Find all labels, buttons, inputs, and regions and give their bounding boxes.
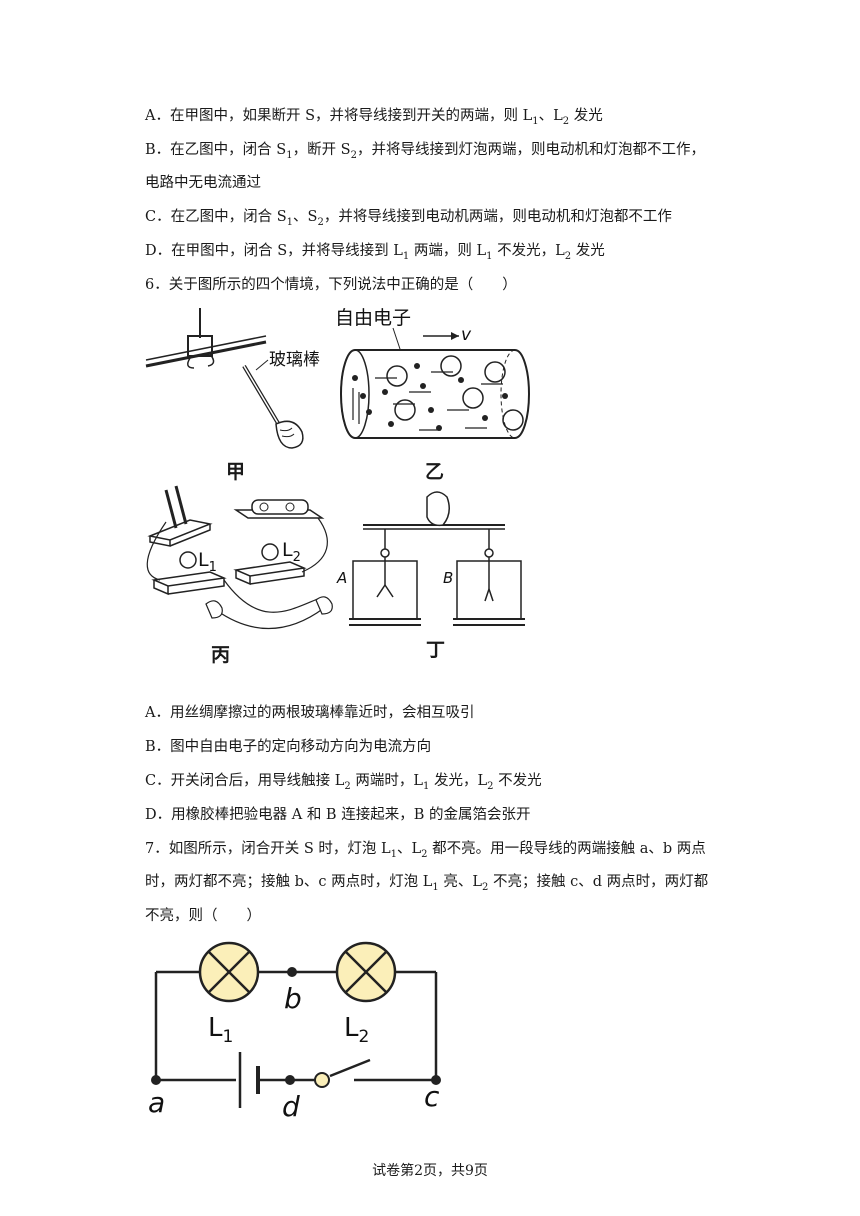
caption-jia: 甲 — [226, 461, 246, 483]
q6-stem: 6．关于图所示的四个情境，下列说法中正确的是（ ） — [145, 277, 517, 293]
option-prev-d: D．在甲图中，闭合 S，并将导线接到 L1 两端，则 L1 不发光，L2 发光 — [145, 243, 605, 262]
node-a — [151, 1075, 161, 1085]
label-a: a — [148, 1086, 165, 1119]
lamp-l2 — [335, 941, 397, 1003]
caption-bing: 丙 — [211, 644, 231, 666]
label-velocity: v — [461, 325, 472, 345]
label-l2: L2 — [282, 539, 301, 565]
circuit-diagram: L1 L2 b a c d — [148, 941, 441, 1120]
option-prev-b: B．在乙图中，闭合 S1，断开 S2，并将导线接到灯泡两端，则电动机和灯泡都不工… — [145, 142, 705, 161]
label-l2: L2 — [344, 1013, 369, 1047]
node-c — [431, 1075, 441, 1085]
q7-stem-line2: 时，两灯都不亮；接触 b、c 两点时，灯泡 L1 亮、L2 不亮；接触 c、d … — [145, 874, 709, 893]
label-d: d — [282, 1090, 300, 1120]
label-free-electron: 自由电子 — [335, 307, 411, 329]
figure-jia: 玻璃棒 — [145, 308, 320, 449]
q6-option-b: B．图中自由电子的定向移动方向为电流方向 — [145, 739, 432, 755]
node-b — [287, 967, 297, 977]
q7-stem-line1: 7．如图所示，闭合开关 S 时，灯泡 L1、L2 都不亮。用一段导线的两端接触 … — [145, 841, 706, 860]
label-electroscope-a: A — [336, 569, 347, 587]
q7-stem-line3: 不亮，则（ ） — [145, 908, 261, 924]
option-prev-b-cont: 电路中无电流通过 — [145, 175, 261, 191]
q6-option-a: A．用丝绸摩擦过的两根玻璃棒靠近时，会相互吸引 — [145, 705, 475, 721]
label-c: c — [424, 1080, 440, 1113]
caption-yi: 乙 — [425, 461, 445, 483]
page-footer: 试卷第2页，共9页 — [372, 1163, 488, 1179]
label-glass-rod: 玻璃棒 — [269, 350, 320, 370]
q6-option-c: C．开关闭合后，用导线触接 L2 两端时，L1 发光，L2 不发光 — [145, 773, 542, 792]
label-l1: L1 — [198, 549, 217, 575]
figure-yi: 自由电子 v — [335, 307, 530, 439]
q6-option-d: D．用橡胶棒把验电器 A 和 B 连接起来，B 的金属箔会张开 — [145, 807, 531, 823]
label-electroscope-b: B — [443, 569, 453, 587]
figure-ding: A B — [336, 491, 525, 626]
label-b: b — [284, 982, 302, 1015]
option-prev-a: A．在甲图中，如果断开 S，并将导线接到开关的两端，则 L1、L2 发光 — [145, 108, 603, 127]
label-l1: L1 — [208, 1013, 233, 1047]
option-prev-c: C．在乙图中，闭合 S1、S2，并将导线接到电动机两端，则电动机和灯泡都不工作 — [145, 209, 672, 228]
caption-ding: 丁 — [426, 639, 446, 661]
figure-bing: L1 L2 — [146, 485, 333, 630]
node-d — [285, 1075, 295, 1085]
lamp-l1 — [198, 941, 260, 1003]
switch-pivot — [314, 1072, 330, 1088]
